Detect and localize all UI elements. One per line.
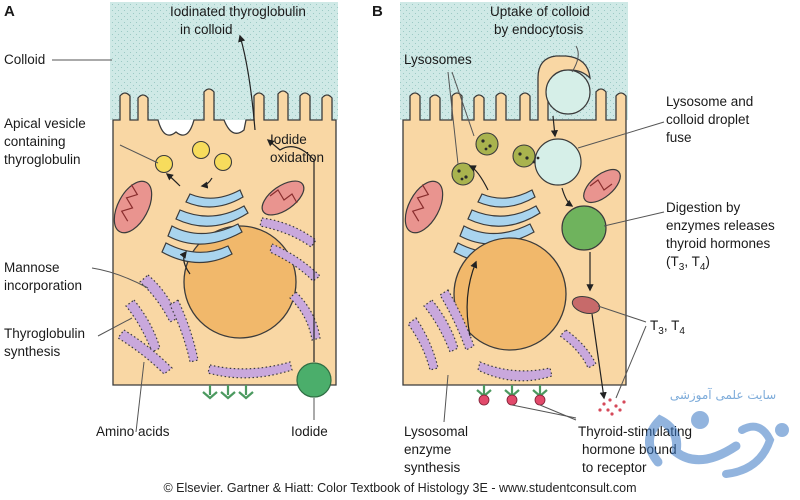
label-digest-2: enzymes releases	[666, 218, 775, 233]
label-iodide: Iodide	[291, 424, 328, 439]
digest-4-e: )	[705, 254, 710, 269]
label-mannose-1: Mannose	[4, 260, 60, 275]
leaders-b	[443, 45, 665, 423]
rough-er-a	[117, 217, 321, 379]
label-tsh-1: Thyroid-stimulating	[578, 424, 692, 439]
label-digest-3: thyroid hormones	[666, 236, 771, 251]
label-iodide-oxidation-2: oxidation	[270, 150, 324, 165]
digest-4-d: 4	[700, 262, 706, 273]
label-iodinated-1: Iodinated thyroglobulin	[170, 4, 306, 19]
label-uptake-2: by endocytosis	[494, 22, 584, 37]
arrows-a	[165, 34, 315, 362]
copyright-credit: © Elsevier. Gartner & Hiatt: Color Textb…	[163, 481, 637, 495]
arrows-b	[466, 115, 607, 400]
label-digest-1: Digestion by	[666, 200, 741, 215]
leaders-a	[52, 59, 315, 433]
label-fuse-2: colloid droplet	[666, 112, 750, 127]
iodide-channel-a	[296, 362, 332, 398]
label-thyroglobulin-synthesis-2: synthesis	[4, 344, 61, 359]
label-uptake-1: Uptake of colloid	[490, 4, 590, 19]
label-fuse-1: Lysosome and	[666, 94, 753, 109]
label-fuse-3: fuse	[666, 130, 692, 145]
colloid-droplet-b	[534, 138, 582, 186]
label-amino-acids: Amino acids	[96, 424, 170, 439]
nucleus-b	[453, 237, 567, 351]
apical-vesicles-a	[154, 140, 233, 174]
released-hormones-b	[598, 398, 626, 416]
colloid-vesicle-b	[545, 69, 591, 115]
label-lysosomes: Lysosomes	[404, 52, 472, 67]
label-apical-2: containing	[4, 134, 66, 149]
digest-4-c: , T	[684, 254, 700, 269]
t3t4-c: , T	[664, 318, 680, 333]
label-lysosomal-2: enzyme	[404, 442, 451, 457]
label-tsh-3: to receptor	[582, 460, 647, 475]
t3t4-b: 3	[658, 326, 664, 337]
mitochondria-b	[404, 168, 621, 234]
mitochondria-a	[113, 180, 305, 234]
t3t4-d: 4	[679, 326, 685, 337]
watermark-logo	[645, 411, 789, 478]
digest-4-a: (T	[666, 254, 679, 269]
receptors-a	[202, 385, 254, 400]
digest-4-b: 3	[679, 262, 685, 273]
panel-label-b: B	[372, 3, 383, 20]
t3t4-a: T	[650, 318, 658, 333]
label-lysosomal-3: synthesis	[404, 460, 461, 475]
label-apical-3: thyroglobulin	[4, 152, 81, 167]
label-lysosomal-1: Lysosomal	[404, 424, 468, 439]
panel-b: B Uptake of colloid by endocytosis Lysos…	[372, 2, 775, 475]
digestion-droplet-b	[561, 205, 607, 251]
label-mannose-2: incorporation	[4, 278, 82, 293]
watermark-text: سایت علمی آموزشی	[669, 388, 777, 402]
panel-label-a: A	[4, 3, 15, 20]
rough-er-b	[407, 289, 597, 382]
label-tsh-2: hormone bound	[582, 442, 677, 457]
golgi-a	[161, 189, 249, 264]
label-colloid: Colloid	[4, 52, 45, 67]
panel-a: A Colloid Iodinated thyroglobulin in col…	[4, 2, 338, 439]
tsh-receptors-b	[476, 385, 548, 406]
label-apical-1: Apical vesicle	[4, 116, 86, 131]
lysosomes-b	[451, 132, 540, 186]
label-thyroglobulin-synthesis-1: Thyroglobulin	[4, 326, 85, 341]
label-t3-t4: T3, T4	[650, 318, 685, 337]
label-iodide-oxidation-1: Iodide	[270, 132, 307, 147]
label-digest-4: (T3, T4)	[666, 254, 710, 273]
hormone-granule-b	[571, 295, 601, 315]
label-iodinated-2: in colloid	[180, 22, 233, 37]
